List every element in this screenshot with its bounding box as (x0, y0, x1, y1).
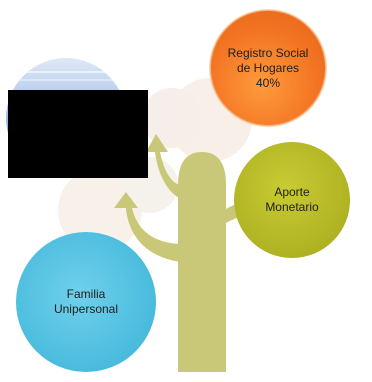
node-aporte-circle (234, 142, 350, 258)
node-familia-circle (16, 232, 156, 372)
node-familia-label: Familia Unipersonal (53, 287, 119, 316)
node-aporte-label: Aporte Monetario (265, 185, 319, 214)
redaction-box (8, 90, 148, 178)
node-registro-circle (209, 9, 327, 127)
node-registro-label: Registro Social de Hogares 40% (227, 45, 309, 90)
